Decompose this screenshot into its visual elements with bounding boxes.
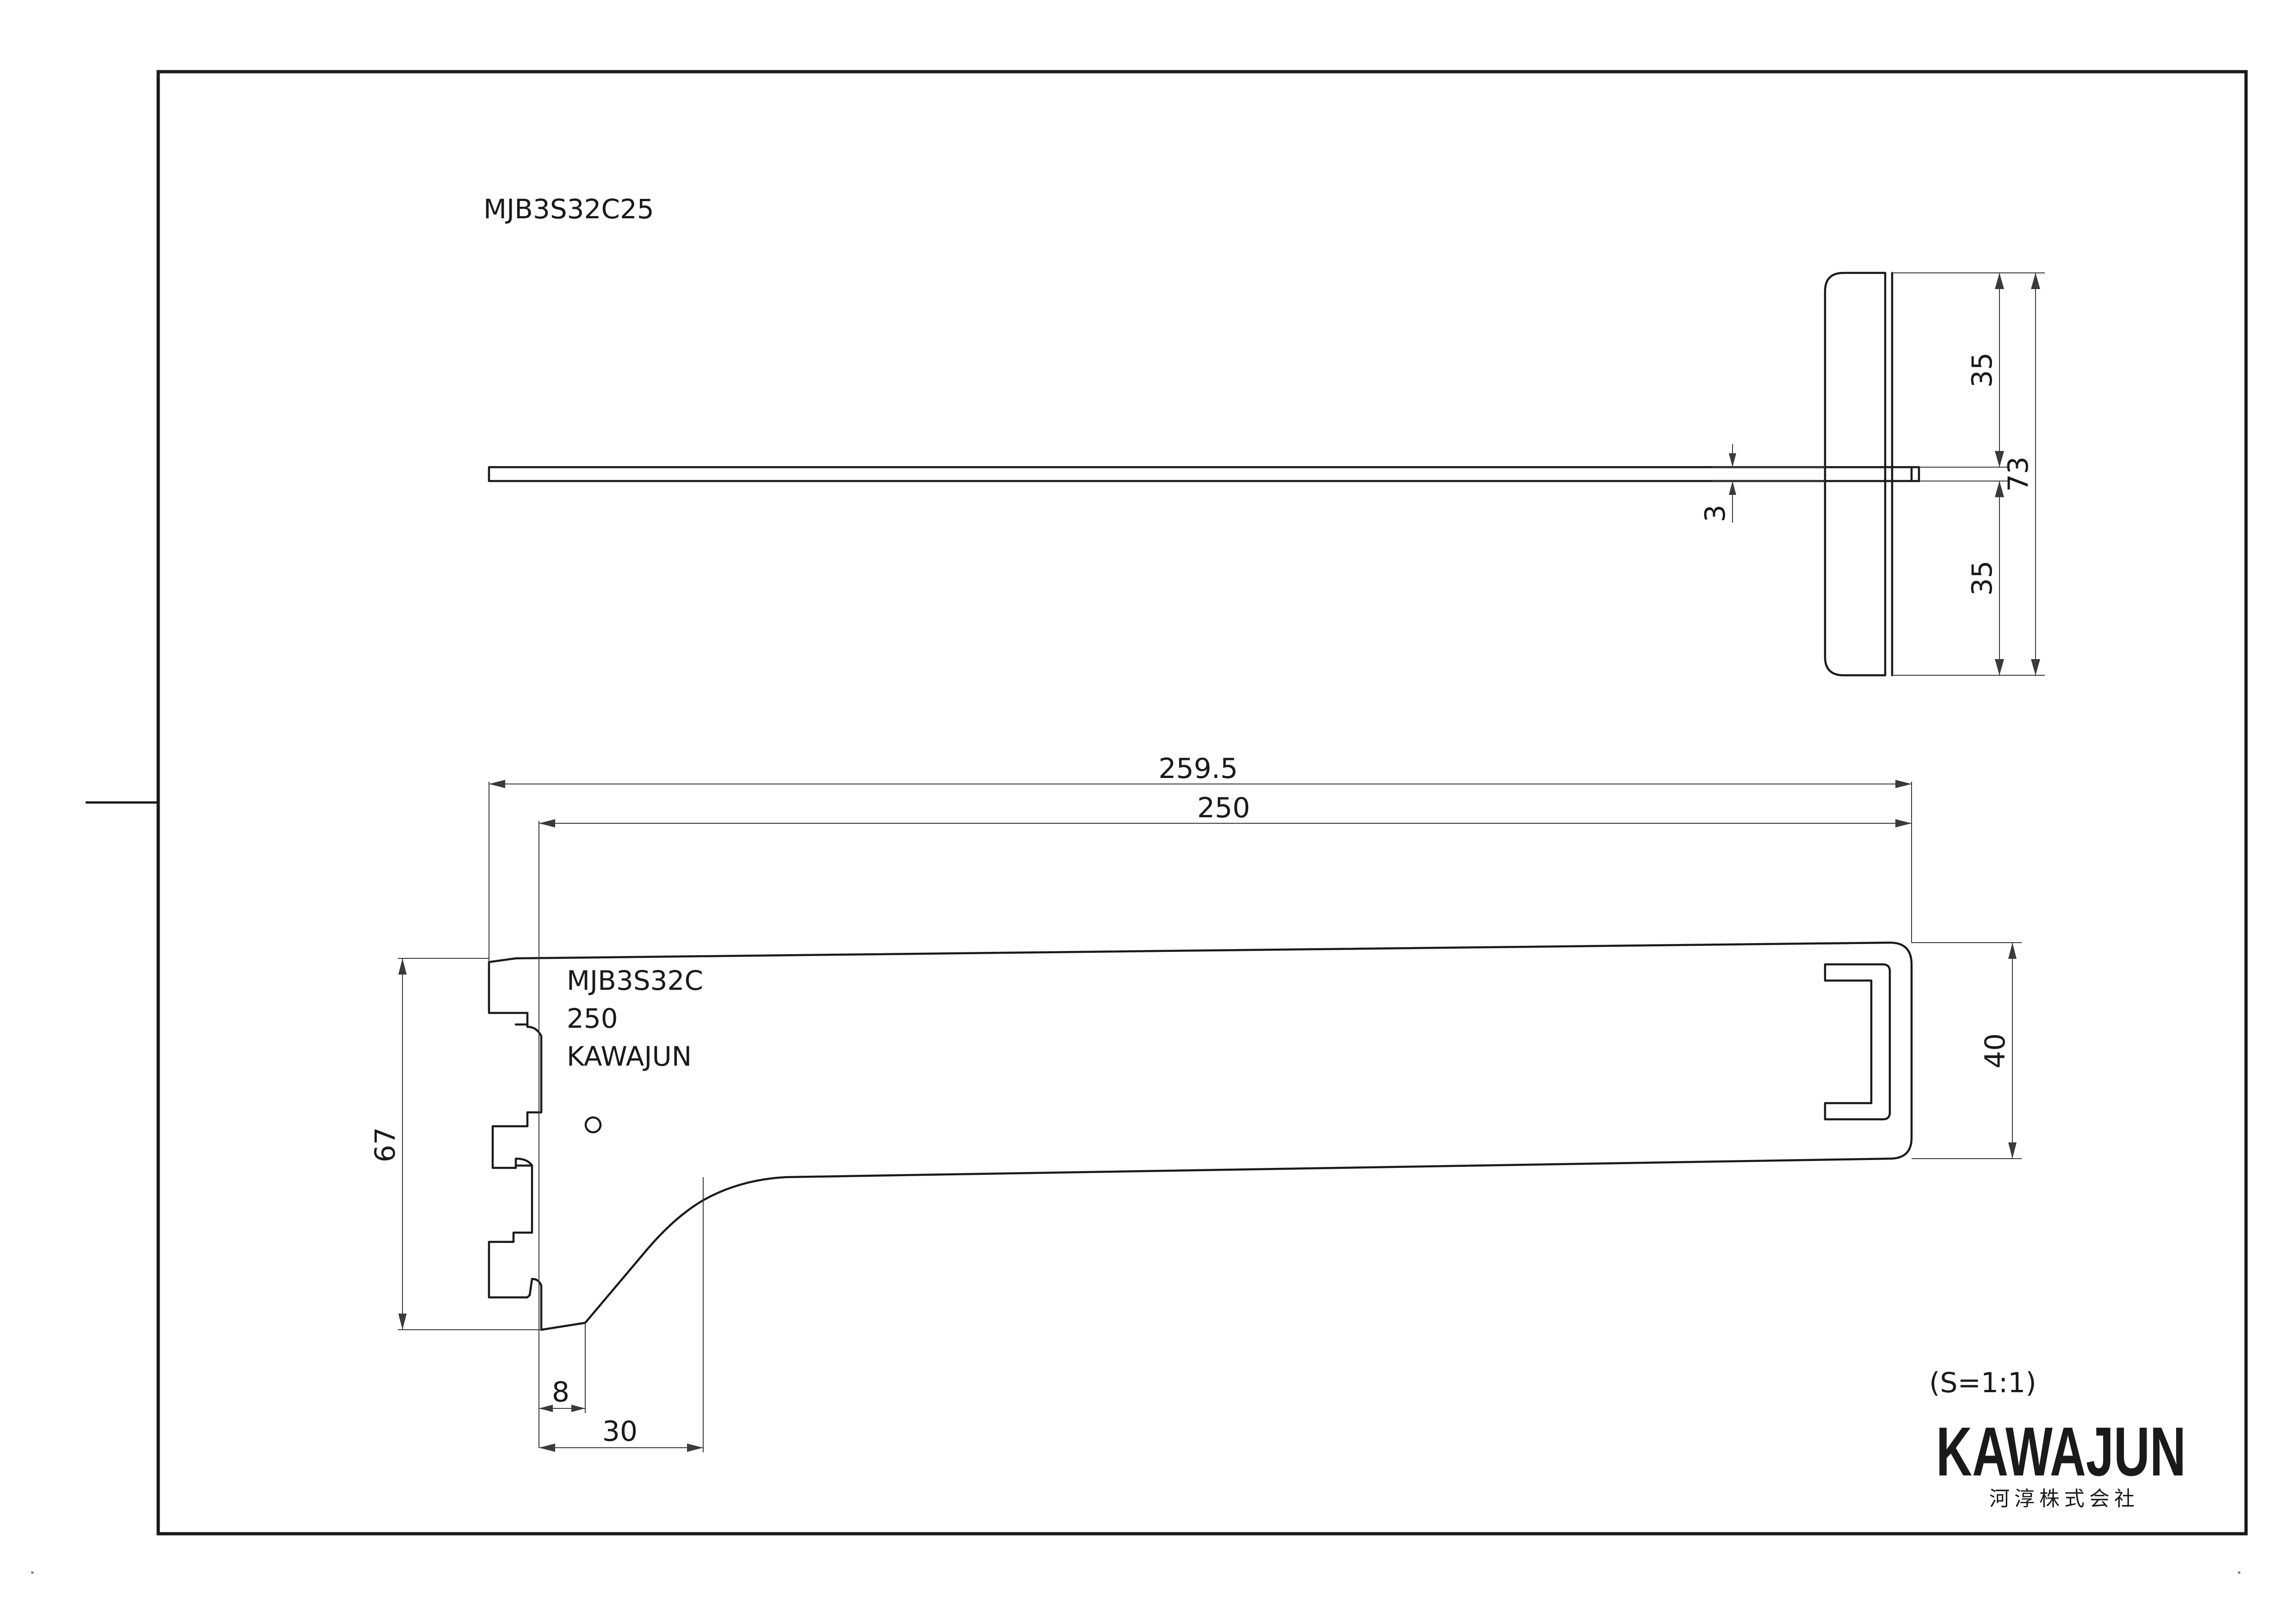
dim-tip-height: 40	[1979, 1033, 2011, 1068]
hook-slot	[514, 1023, 533, 1167]
dim-upper-height: 35	[1966, 352, 1999, 388]
shelf-clip-slot	[1824, 963, 1891, 1121]
pin-hole	[584, 1116, 602, 1134]
corner-mark-right	[2238, 1571, 2240, 1574]
logo-company-name: 河淳株式会社	[1989, 1487, 2139, 1511]
engraving-line-2: 250	[567, 1003, 618, 1034]
dim-thickness: 3	[1699, 505, 1732, 522]
engraving-line-3: KAWAJUN	[567, 1041, 692, 1072]
logo-wordmark: KAWAJUN	[1936, 1413, 2186, 1490]
dim-curve-offset: 30	[602, 1415, 637, 1448]
dim-bottom-offset: 8	[552, 1376, 569, 1408]
top-view-arm	[488, 466, 1913, 482]
side-view: MJB3S32C 250 KAWAJUN 259.5 250 40 67	[369, 753, 2022, 1452]
top-view: 35 35 73 3	[488, 272, 2045, 677]
dim-back-height: 67	[369, 1127, 402, 1162]
dim-arm-length: 250	[1197, 792, 1250, 824]
company-logo: KAWAJUN 河淳株式会社	[1936, 1413, 2186, 1511]
model-code: MJB3S32C25	[483, 193, 654, 225]
corner-mark-left	[31, 1571, 34, 1574]
top-view-back-plate	[1824, 272, 1887, 677]
bracket-outline	[488, 941, 1913, 1331]
dim-total-height: 73	[2002, 457, 2035, 492]
dim-lower-height: 35	[1966, 561, 1999, 596]
scale-label: (S=1:1)	[1929, 1367, 2036, 1399]
dim-overall-length: 259.5	[1158, 753, 1238, 785]
engraving-line-1: MJB3S32C	[567, 965, 703, 996]
